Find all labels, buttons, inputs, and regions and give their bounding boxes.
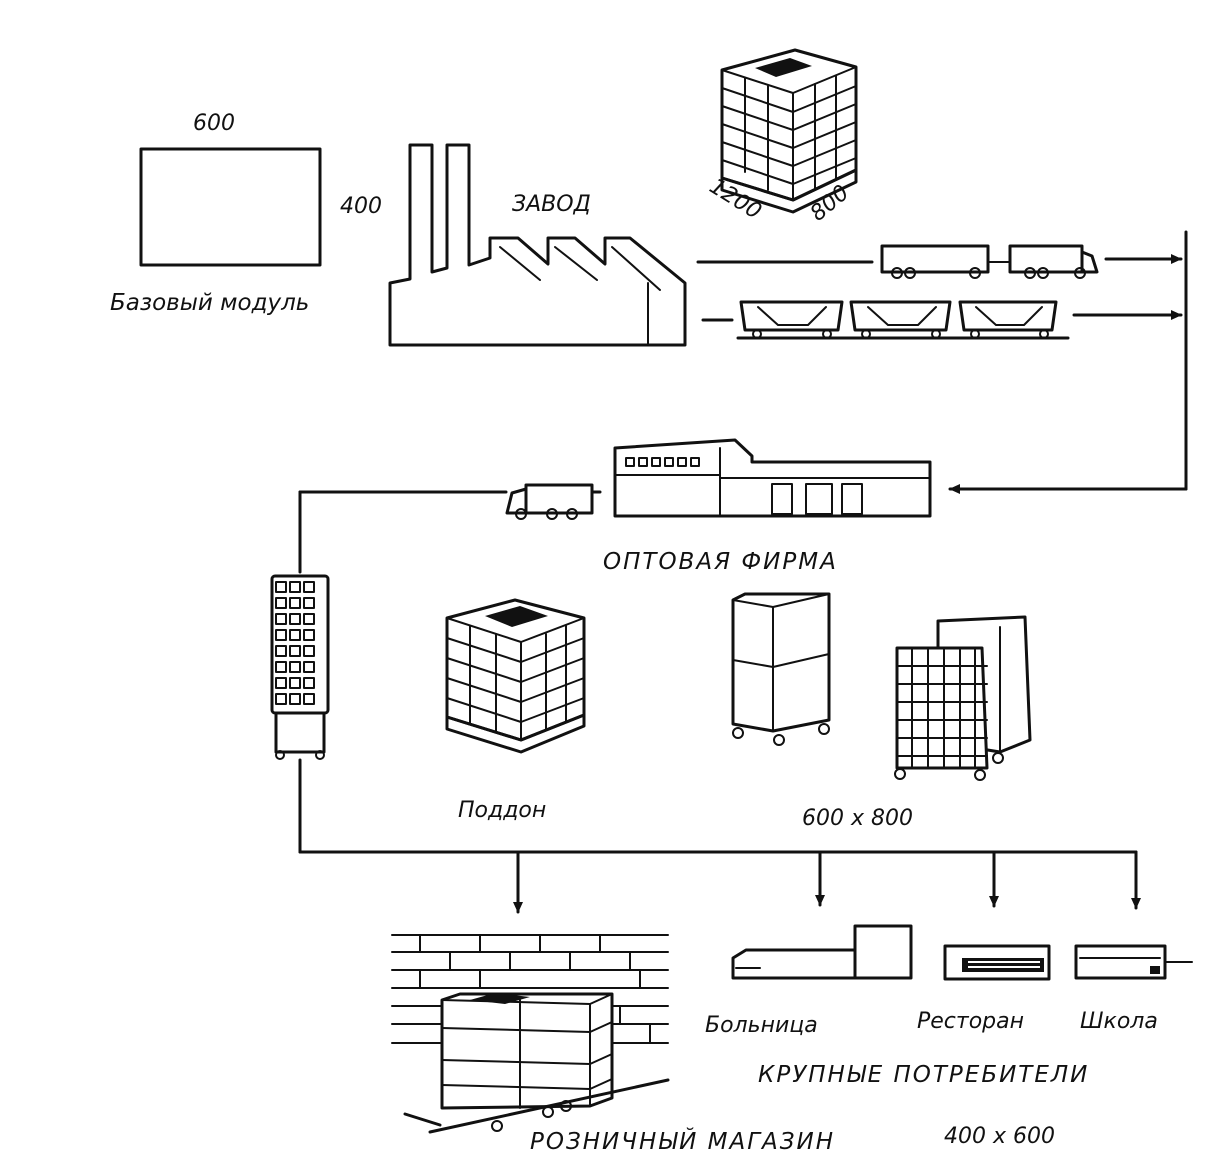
hospital-icon: Больница: [705, 924, 913, 1038]
roll-cage-pair-icon: 600 x 800: [802, 615, 1032, 831]
base-module-rect: [139, 147, 322, 267]
base-module-height-label: 400: [340, 194, 382, 219]
wholesale-building-icon: ОПТОВАЯ ФИРМА: [603, 438, 932, 575]
box-container-icon: [731, 592, 831, 746]
roll-cage-tall-icon: [270, 574, 330, 760]
train-icon: [736, 300, 1070, 340]
wholesale-label: ОПТОВАЯ ФИРМА: [603, 549, 838, 575]
truck-route: [696, 244, 1183, 279]
base-module-caption: Базовый модуль: [110, 290, 309, 316]
consumers-group-label: КРУПНЫЕ ПОТРЕБИТЕЛИ: [758, 1062, 1089, 1088]
retail-label: РОЗНИЧНЫЙ МАГАЗИН: [530, 1127, 835, 1155]
factory-label: ЗАВОД: [512, 192, 591, 217]
collector-line: [948, 230, 1188, 494]
factory-icon: ЗАВОД: [388, 143, 687, 347]
pallet-middle-label: Поддон: [458, 798, 546, 823]
school-label: Школа: [1080, 1009, 1158, 1034]
hospital-label: Больница: [705, 1013, 818, 1038]
retail-size-label: 400 x 600: [944, 1124, 1055, 1149]
pallet-top-icon: 1200 800: [705, 48, 858, 227]
restaurant-label: Ресторан: [917, 1009, 1024, 1034]
base-module-width-label: 600: [193, 111, 235, 136]
school-icon: Школа: [1074, 944, 1193, 1034]
pallet-middle-icon: Поддон: [445, 598, 586, 823]
van-icon: [298, 483, 602, 520]
base-module: 600 400 Базовый модуль: [110, 111, 382, 316]
rail-route: [701, 300, 1183, 340]
truck-icon: [880, 244, 1099, 279]
container-size-label: 600 x 800: [802, 806, 913, 831]
distribution-line: [298, 490, 1141, 914]
retail-store-icon: РОЗНИЧНЫЙ МАГАЗИН 400 x 600: [391, 934, 1055, 1155]
restaurant-icon: Ресторан: [917, 944, 1051, 1034]
